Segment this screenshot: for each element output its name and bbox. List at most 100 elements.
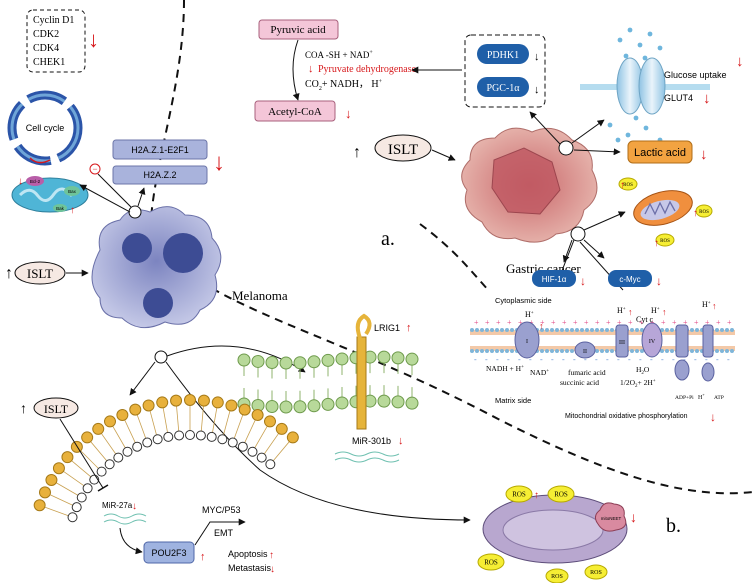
ros-marker [655,233,675,247]
lipid-head [197,394,210,407]
lipid-head [377,394,391,408]
emt-label: EMT [214,528,234,538]
cell-cycle-label: Cell cycle [26,123,65,133]
glut4-label: GLUT4 [664,93,693,103]
svg-text:-: - [639,355,642,364]
glucose-dot [607,122,613,128]
svg-text:-: - [606,355,609,364]
lipid-head [152,434,163,445]
svg-text:-: - [518,355,521,364]
svg-text:↓: ↓ [345,106,352,121]
lipid-head [142,399,155,412]
h-plus-3: H+ [651,306,660,315]
h2a-z1-e2f1-label: H2A.Z.1-E2F1 [131,145,189,155]
ros-marker [505,485,533,503]
lipid-head [405,396,419,410]
svg-text:-: - [705,355,708,364]
lipid-head [238,403,251,416]
lipid-head [391,351,405,365]
svg-text:-: - [584,355,587,364]
lipid-head [92,422,105,435]
svg-text:Bcl-2: Bcl-2 [30,179,41,184]
lipid-head [170,394,183,407]
bcl2-marker [26,176,44,186]
lipid-head [45,474,58,486]
glucose-dot [633,115,639,121]
nadh-label: NADH + H+ [486,364,524,373]
svg-text:↑: ↑ [269,550,274,561]
svg-text:-: - [529,355,532,364]
svg-text:↑: ↑ [70,205,75,216]
h2o-label: H2O [636,365,650,376]
svg-text:−: − [92,164,97,174]
lipid-head [321,397,335,411]
adp-pi-label: ADP+Pi [675,395,694,401]
glut4-channel: Glucose uptake ↓ GLUT4 ↓ [580,27,744,143]
h2a-boxes: H2A.Z.1-E2F1 H2A.Z.2 ↓ [112,139,225,185]
lipid-head [184,394,196,406]
svg-text:ROS: ROS [551,574,563,580]
pgc-1a-label: PGC-1α [486,83,520,94]
svg-text:+: + [672,318,677,327]
glucose-dot [647,31,653,37]
svg-text:+: + [540,318,545,327]
svg-text:+: + [496,318,501,327]
apoptosis-label: Apoptosis [228,549,268,559]
lipid-head [113,452,124,463]
svg-text:+: + [617,318,622,327]
lipid-head [217,434,228,445]
melanoma-label: Melanoma [232,288,288,303]
svg-text:-: - [507,355,510,364]
acetyl-coa-label: Acetyl-CoA [268,106,322,118]
svg-text:↓: ↓ [710,410,716,424]
svg-text:↑: ↑ [654,238,659,249]
islt-melanoma: ↑ ISLT [5,261,89,285]
lipid-head [265,459,276,470]
lipid-head [71,502,82,513]
lipid-head [279,400,293,414]
lipid-head [247,446,258,457]
svg-text:ROS: ROS [660,239,670,244]
lipid-head [335,396,349,410]
lipid-head [82,483,93,494]
svg-text:↑: ↑ [620,180,625,191]
svg-text:ROS: ROS [554,490,568,498]
svg-text:↓: ↓ [700,147,708,163]
lipid-head [38,486,51,499]
svg-text:↓: ↓ [703,91,711,107]
lipid-head [104,459,115,470]
glucose-dot [625,132,631,138]
lipid-head [307,399,321,413]
svg-text:Bak: Bak [56,206,65,211]
lipid-head [104,415,116,428]
ros-marker [618,177,638,191]
svg-text:-: - [716,355,719,364]
svg-text:↓: ↓ [270,564,275,575]
lipid-head [132,441,143,452]
svg-text:+: + [595,318,600,327]
glucose-dot [637,42,643,48]
h-plus-1: H+ [525,310,534,319]
complex-iii [615,324,629,358]
bak-marker [53,204,67,212]
svg-text:+: + [661,318,666,327]
cell-cycle-block-mark [29,157,51,164]
gene-cdk2: CDK2 [33,29,59,40]
svg-text:-: - [683,355,686,364]
lipid-head [265,356,279,370]
matrix-side-label: Matrix side [495,396,531,405]
svg-text:IV: IV [649,339,656,345]
glucose-dot [643,125,649,131]
ros-marker [477,553,505,571]
svg-text:+: + [474,318,479,327]
islt-bottom: ↑ ISLT [20,397,109,492]
electron-transport-chain: Cytoplasmic side +-+-+-+-+-+-+-+-+-+-+-+… [470,296,735,424]
pyruvate-pathway: Pyruvic acid COA -SH + NAD+ ↓ Pyruvate d… [254,19,462,122]
svg-text:-: - [628,355,631,364]
svg-text:+: + [584,318,589,327]
lipid-head [256,452,267,463]
gene-box-down-arrow: ↓ [88,27,99,52]
